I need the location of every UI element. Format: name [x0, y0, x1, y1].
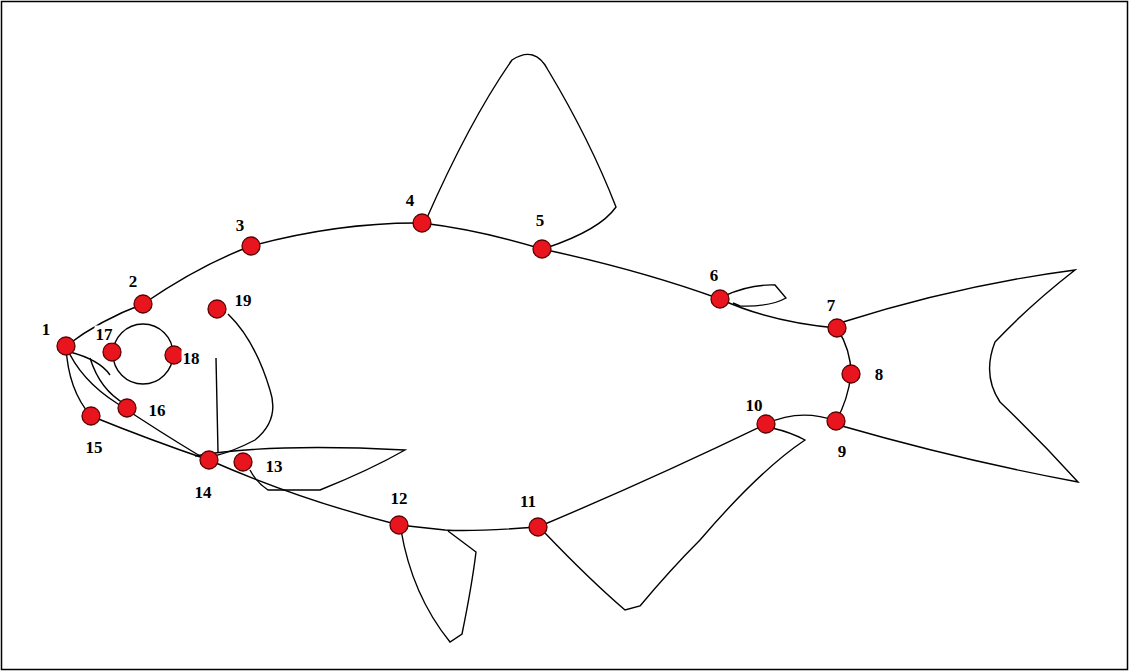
callout-number: 1 [41, 321, 52, 338]
callout-number: 9 [837, 443, 848, 460]
maxilla-line [90, 358, 125, 404]
caudal-fin [842, 270, 1078, 482]
callout-number: 7 [826, 297, 837, 314]
landmark-dot [82, 407, 100, 425]
callout-number: 2 [128, 273, 139, 290]
landmark-dot [57, 337, 75, 355]
callout-number: 13 [265, 458, 284, 475]
callout-number: 10 [745, 397, 764, 414]
landmark-dot [413, 214, 431, 232]
callout-number: 3 [235, 217, 246, 234]
landmark-dot [134, 295, 152, 313]
body-outline [66, 223, 851, 531]
callout-number: 8 [874, 366, 885, 383]
jaw-line [66, 346, 200, 456]
pectoral-fin [195, 448, 405, 490]
landmark-dot [390, 516, 408, 534]
landmark-dot [828, 319, 846, 337]
landmark-dot [234, 453, 252, 471]
landmark-dot [118, 399, 136, 417]
landmark-dot [242, 237, 260, 255]
pelvic-fin [401, 530, 476, 642]
callout-number: 12 [390, 490, 409, 507]
callout-number: 18 [182, 350, 201, 367]
callout-number: 6 [709, 267, 720, 284]
landmark-dot [208, 300, 226, 318]
landmark-dot [533, 240, 551, 258]
callout-number: 11 [519, 493, 537, 510]
landmark-dot [200, 451, 218, 469]
landmark-dot [842, 365, 860, 383]
callout-number: 19 [234, 292, 253, 309]
landmark-dot [529, 518, 547, 536]
landmark-dot [103, 343, 121, 361]
operculum-line [214, 314, 273, 456]
landmark-dot [827, 412, 845, 430]
callout-number: 15 [85, 439, 104, 456]
callout-number: 5 [535, 212, 546, 229]
callout-number: 4 [405, 192, 416, 209]
callout-number: 14 [194, 484, 213, 501]
anal-fin [545, 428, 805, 610]
landmark-dot [711, 290, 729, 308]
preoperculum-line [216, 358, 218, 452]
adipose-fin [724, 285, 786, 306]
callout-number: 16 [148, 402, 167, 419]
eye-outline [113, 324, 173, 384]
callout-number: 17 [95, 326, 114, 343]
landmark-dot [757, 415, 775, 433]
dorsal-fin [426, 54, 616, 248]
landmark-dot [165, 346, 183, 364]
